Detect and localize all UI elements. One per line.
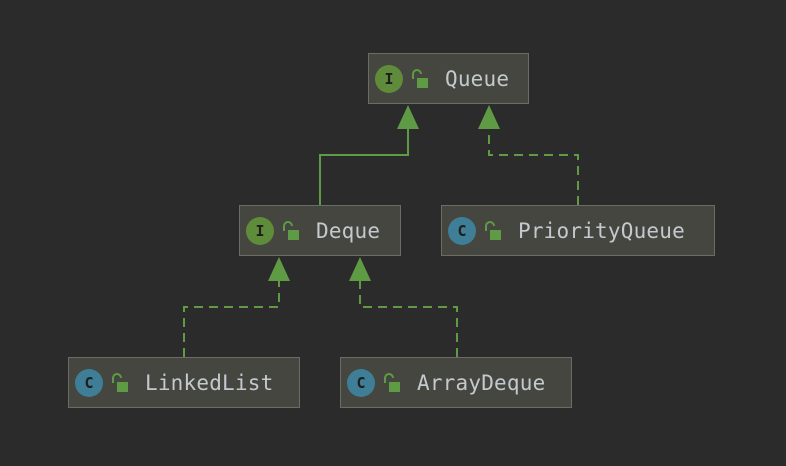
arrowhead-arraydeque-to-deque: [349, 257, 371, 281]
node-label: Queue: [445, 66, 510, 91]
unlocked-lock-icon: [485, 220, 501, 240]
node-label: LinkedList: [145, 370, 274, 395]
unlocked-lock-icon: [112, 372, 128, 392]
edge-arraydeque-to-deque: [359, 281, 458, 357]
arrowhead-linkedlist-to-deque: [268, 257, 290, 281]
arrowhead-deque-to-queue: [397, 105, 419, 129]
node-linkedlist[interactable]: C LinkedList: [68, 357, 300, 408]
node-queue[interactable]: I Queue: [368, 53, 529, 104]
unlocked-lock-icon: [283, 220, 299, 240]
unlocked-lock-icon: [412, 68, 428, 88]
class-badge-icon: C: [347, 368, 375, 397]
edge-deque-to-queue: [319, 129, 409, 205]
node-label: Deque: [316, 218, 381, 243]
node-label: ArrayDeque: [417, 370, 546, 395]
class-badge-icon: C: [75, 368, 103, 397]
edge-linkedlist-to-deque: [183, 281, 280, 357]
unlocked-lock-icon: [384, 372, 400, 392]
node-arraydeque[interactable]: C ArrayDeque: [340, 357, 572, 408]
class-badge-icon: C: [448, 216, 476, 245]
node-deque[interactable]: I Deque: [239, 205, 401, 256]
interface-badge-icon: I: [246, 216, 274, 245]
node-label: PriorityQueue: [518, 218, 685, 243]
arrowhead-priorityqueue-to-queue: [478, 105, 500, 129]
interface-badge-icon: I: [375, 64, 403, 93]
edge-priorityqueue-to-queue: [488, 129, 579, 205]
node-priorityqueue[interactable]: C PriorityQueue: [441, 205, 715, 256]
